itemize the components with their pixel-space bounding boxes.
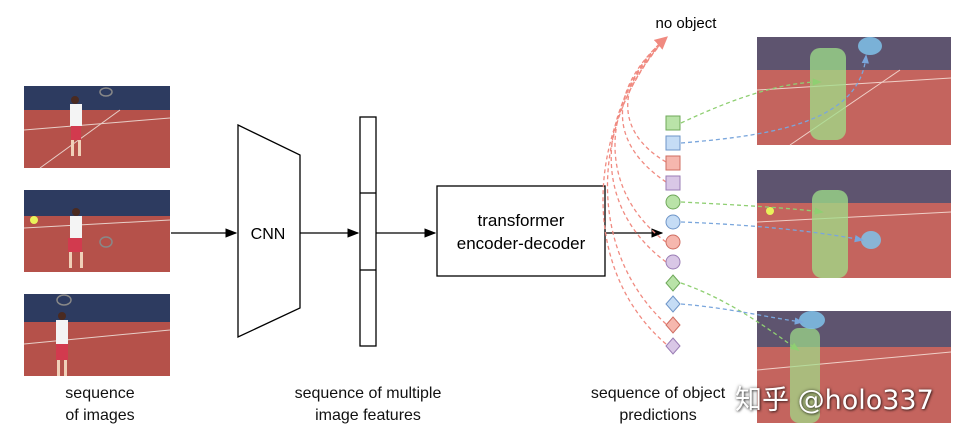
- no-object-arrow: [610, 37, 667, 263]
- match-arrow-green: [680, 201, 824, 215]
- match-arrows: [680, 54, 869, 352]
- input-image-1: [23, 86, 171, 169]
- transformer-block: [436, 185, 606, 277]
- input-image-2: [23, 190, 171, 272]
- caption-features: sequence of multiple image features: [268, 383, 468, 427]
- no-object-label: no object: [656, 15, 718, 32]
- watermark: 知乎 @holo337: [735, 385, 934, 416]
- caption-features-line2: image features: [315, 407, 421, 424]
- cnn-label: CNN: [251, 226, 286, 243]
- no-object-arrow: [606, 37, 667, 325]
- prediction-square-green: [665, 115, 681, 131]
- prediction-diamond-green: [665, 274, 681, 292]
- caption-predictions: sequence of object predictions: [570, 383, 746, 427]
- caption-features-line1: sequence of multiple: [294, 385, 442, 402]
- caption-images-line2: of images: [65, 407, 135, 424]
- match-arrow-blue: [680, 54, 869, 144]
- caption-predictions-line1: sequence of object: [590, 385, 726, 402]
- prediction-diamond-purple: [665, 337, 681, 355]
- output-image-3: [756, 311, 952, 423]
- detection-mask-blue: [858, 37, 882, 55]
- match-arrow-green: [680, 282, 800, 352]
- caption-predictions-line2: predictions: [619, 407, 697, 424]
- output-image-2: [756, 170, 952, 278]
- no-object-arrow: [602, 37, 667, 345]
- output-image-1: [756, 37, 952, 146]
- detection-mask-green: [810, 48, 846, 140]
- feature-sequence: [359, 116, 377, 347]
- detection-mask-blue: [861, 231, 881, 249]
- transformer-label-line1: transformer: [478, 211, 565, 230]
- match-arrow-green: [680, 78, 822, 124]
- prediction-diamond-red: [665, 316, 681, 334]
- feature-bar: [359, 116, 377, 347]
- prediction-circle-purple: [665, 254, 681, 270]
- prediction-square-blue: [665, 135, 681, 151]
- no-object-arrows: [602, 36, 668, 345]
- prediction-square-purple: [665, 175, 681, 191]
- match-arrow-blue: [680, 303, 804, 325]
- caption-images: sequence of images: [30, 383, 170, 427]
- prediction-circle-red: [665, 234, 681, 250]
- no-object-arrow: [621, 37, 667, 183]
- detection-mask-green: [790, 328, 820, 423]
- prediction-square-red: [665, 155, 681, 171]
- prediction-circle-blue: [665, 214, 681, 230]
- no-object-arrow: [627, 36, 668, 163]
- transformer-label-line2: encoder-decoder: [457, 234, 586, 253]
- no-object-arrow: [614, 37, 667, 243]
- prediction-circle-green: [665, 194, 681, 210]
- prediction-slots: [665, 115, 681, 355]
- input-image-3: [23, 294, 171, 376]
- prediction-diamond-blue: [665, 295, 681, 313]
- detection-mask-blue: [799, 311, 825, 329]
- caption-images-line1: sequence: [65, 385, 135, 402]
- cnn-block: [237, 123, 301, 339]
